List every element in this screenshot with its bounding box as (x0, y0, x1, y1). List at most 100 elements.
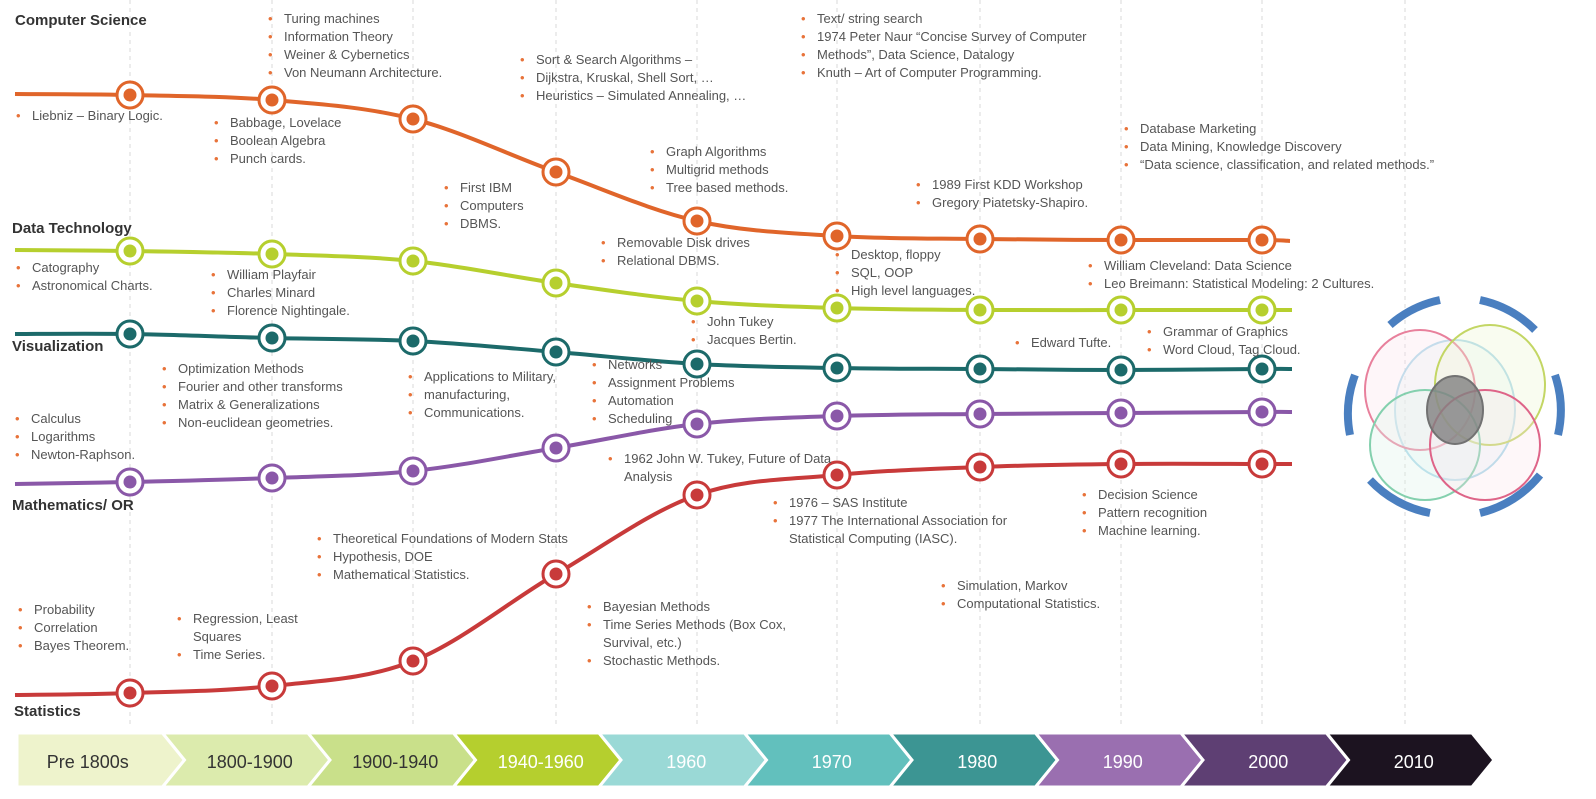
period-arrow-bar (15, 731, 1496, 789)
annotation-item: Scheduling (590, 410, 734, 428)
annotation-item: John Tukey (689, 313, 797, 331)
annotation-st-1: 1962 John W. Tukey, Future of Data Analy… (606, 450, 836, 486)
milestone-dot (1247, 225, 1277, 255)
annotation-item: Time Series Methods (Box Cox, Survival, … (585, 616, 825, 652)
milestone-dot (398, 456, 428, 486)
annotation-item: Computational Statistics. (939, 595, 1100, 613)
annotation-item: Text/ string search (799, 10, 1087, 28)
annotation-cs-3: Babbage, LovelaceBoolean AlgebraPunch ca… (212, 114, 341, 168)
annotation-item: manufacturing, (406, 386, 556, 404)
milestone-dot (965, 295, 995, 325)
annotation-cs-2: Turing machinesInformation TheoryWeiner … (266, 10, 442, 82)
annotation-item: Punch cards. (212, 150, 341, 168)
annotation-mo-2: Applications to Military,manufacturing,C… (406, 368, 556, 422)
annotation-item: Communications. (406, 404, 556, 422)
annotation-item: Grammar of Graphics (1145, 323, 1301, 341)
annotation-dt-2: William PlayfairCharles MinardFlorence N… (209, 266, 350, 320)
milestone-dot (541, 268, 571, 298)
annotation-item: Knuth – Art of Computer Programming. (799, 64, 1087, 82)
annotation-dt-5: William Cleveland: Data ScienceLeo Breim… (1086, 257, 1374, 293)
annotation-item: Time Series. (175, 646, 325, 664)
milestone-dot (257, 671, 287, 701)
milestone-dot (682, 286, 712, 316)
annotation-item: Bayes Theorem. (16, 637, 129, 655)
annotation-cs-6: Graph AlgorithmsMultigrid methodsTree ba… (648, 143, 788, 197)
milestone-dot (257, 239, 287, 269)
annotation-cs-7: Text/ string search1974 Peter Naur “Conc… (799, 10, 1087, 82)
annotation-st-6: ProbabilityCorrelationBayes Theorem. (16, 601, 129, 655)
milestone-dot (1247, 354, 1277, 384)
annotation-item: Methods”, Data Science, Datalogy (799, 46, 1087, 64)
milestone-dot (965, 354, 995, 384)
annotation-item: 1977 The International Association for S… (771, 512, 1051, 548)
annotation-dt-3: Removable Disk drivesRelational DBMS. (599, 234, 750, 270)
annotation-item: Multigrid methods (648, 161, 788, 179)
annotation-item: 1974 Peter Naur “Concise Survey of Compu… (799, 28, 1087, 46)
milestone-dot (541, 433, 571, 463)
milestone-dot (115, 467, 145, 497)
period-label: Pre 1800s (46, 752, 129, 772)
annotation-item: Tree based methods. (648, 179, 788, 197)
annotation-item: Networks (590, 356, 734, 374)
annotation-item: Word Cloud, Tag Cloud. (1145, 341, 1301, 359)
annotation-item: Non-euclidean geometries. (160, 414, 343, 432)
annotation-item: First IBM (442, 179, 524, 197)
period-label: 2000 (1248, 752, 1289, 772)
annotation-item: Assignment Problems (590, 374, 734, 392)
annotation-item: Edward Tufte. (1013, 334, 1111, 352)
annotation-item: Mathematical Statistics. (315, 566, 568, 584)
annotation-item: Correlation (16, 619, 129, 637)
period-label: 1940-1960 (497, 752, 584, 772)
annotation-item: Bayesian Methods (585, 598, 825, 616)
annotation-mo-4: CalculusLogarithmsNewton-Raphson. (13, 410, 135, 464)
annotation-item: Liebniz – Binary Logic. (14, 107, 163, 125)
annotation-cs-5: First IBMComputersDBMS. (442, 179, 524, 233)
annotation-item: Optimization Methods (160, 360, 343, 378)
annotation-item: Probability (16, 601, 129, 619)
annotation-item: Matrix & Generalizations (160, 396, 343, 414)
annotation-st-3: Decision SciencePattern recognitionMachi… (1080, 486, 1207, 540)
milestone-dot (1106, 449, 1136, 479)
annotation-mo-1: Optimization MethodsFourier and other tr… (160, 360, 343, 432)
annotation-item: Jacques Bertin. (689, 331, 797, 349)
period-label: 1980 (957, 752, 998, 772)
milestone-dot (1247, 449, 1277, 479)
annotation-item: Relational DBMS. (599, 252, 750, 270)
annotation-item: Theoretical Foundations of Modern Stats (315, 530, 568, 548)
milestone-dot (257, 463, 287, 493)
milestone-dot (965, 399, 995, 429)
annotation-item: Machine learning. (1080, 522, 1207, 540)
annotation-item: Graph Algorithms (648, 143, 788, 161)
track-title-computer-science: Computer Science (15, 12, 147, 29)
milestone-dot (1106, 295, 1136, 325)
milestone-dot (398, 246, 428, 276)
milestone-dot (541, 157, 571, 187)
annotation-st-7: Regression, Least SquaresTime Series. (175, 610, 325, 664)
annotation-item: Database Marketing (1122, 120, 1434, 138)
milestone-dot (1106, 398, 1136, 428)
annotation-item: Applications to Military, (406, 368, 556, 386)
annotation-item: Von Neumann Architecture. (266, 64, 442, 82)
annotation-item: Weiner & Cybernetics (266, 46, 442, 64)
annotation-mo-3: NetworksAssignment ProblemsAutomationSch… (590, 356, 734, 428)
annotation-item: Stochastic Methods. (585, 652, 825, 670)
annotation-item: Catography (14, 259, 153, 277)
annotation-item: Charles Minard (209, 284, 350, 302)
annotation-cs-9: Database MarketingData Mining, Knowledge… (1122, 120, 1434, 174)
milestone-dot (1106, 355, 1136, 385)
annotation-cs-1: Liebniz – Binary Logic. (14, 107, 163, 125)
annotation-item: Turing machines (266, 10, 442, 28)
annotation-item: Boolean Algebra (212, 132, 341, 150)
annotation-st-2: 1976 – SAS Institute1977 The Internation… (771, 494, 1051, 548)
annotation-item: 1976 – SAS Institute (771, 494, 1051, 512)
milestone-dot (398, 104, 428, 134)
annotation-item: SQL, OOP (833, 264, 975, 282)
annotation-item: 1989 First KDD Workshop (914, 176, 1088, 194)
annotation-item: Leo Breimann: Statistical Modeling: 2 Cu… (1086, 275, 1374, 293)
annotation-item: Fourier and other transforms (160, 378, 343, 396)
annotation-dt-4: Desktop, floppySQL, OOPHigh level langua… (833, 246, 975, 300)
track-title-visualization: Visualization (12, 338, 104, 355)
milestone-dot (682, 206, 712, 236)
milestone-dot (115, 678, 145, 708)
annotation-item: Calculus (13, 410, 135, 428)
